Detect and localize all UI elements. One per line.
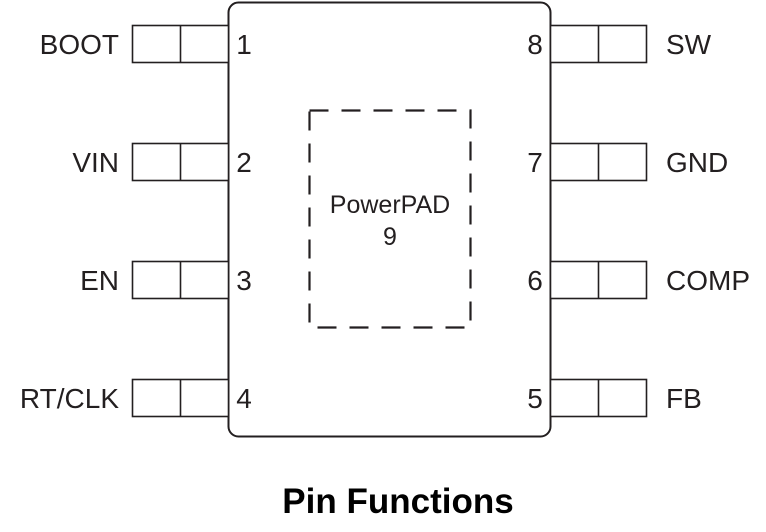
- pin-5: FB 5: [527, 378, 702, 418]
- pin-name: EN: [80, 265, 119, 296]
- pin-number: 3: [236, 265, 252, 296]
- pin-name: RT/CLK: [20, 383, 119, 414]
- pin-name: VIN: [72, 147, 119, 178]
- pin-1: BOOT 1: [40, 24, 252, 64]
- pin-4: RT/CLK 4: [20, 378, 252, 418]
- pin-number: 4: [236, 383, 252, 414]
- diagram-title: Pin Functions: [282, 482, 513, 521]
- pin-name: FB: [666, 383, 702, 414]
- pin-number: 7: [527, 147, 543, 178]
- pin-3: EN 3: [80, 260, 252, 300]
- powerpad-name: PowerPAD: [330, 191, 450, 219]
- pin-name: BOOT: [40, 29, 119, 60]
- pin-6: COMP 6: [527, 260, 750, 300]
- pin-number: 1: [236, 29, 252, 60]
- package-body: [227, 1, 552, 438]
- pin-number: 6: [527, 265, 543, 296]
- powerpad-number: 9: [383, 223, 397, 251]
- pin-name: SW: [666, 29, 712, 60]
- pin-number: 2: [236, 147, 252, 178]
- powerpad-outline: [308, 109, 472, 329]
- pin-7: GND 7: [527, 142, 728, 182]
- pin-number: 8: [527, 29, 543, 60]
- pin-8: SW 8: [527, 24, 712, 64]
- pin-name: GND: [666, 147, 728, 178]
- pin-name: COMP: [666, 265, 750, 296]
- pin-number: 5: [527, 383, 543, 414]
- pin-2: VIN 2: [72, 142, 252, 182]
